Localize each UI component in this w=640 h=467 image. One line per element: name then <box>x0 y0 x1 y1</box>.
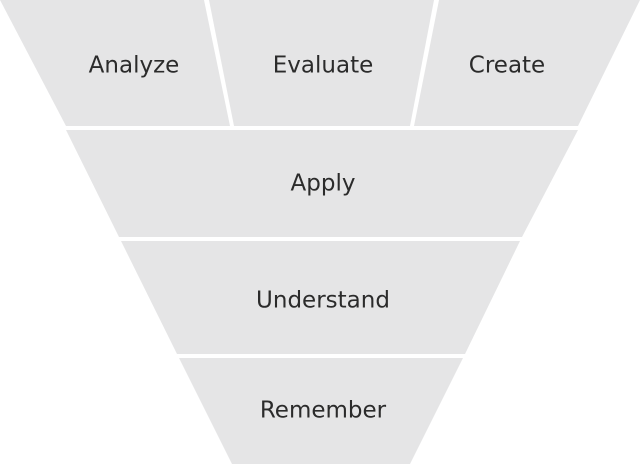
label-create: Create <box>469 53 545 79</box>
segment-remember <box>179 358 463 464</box>
segment-understand <box>121 241 520 354</box>
segment-create <box>414 0 640 126</box>
segment-analyze <box>0 0 230 126</box>
label-apply: Apply <box>291 171 356 197</box>
segment-apply <box>66 130 578 237</box>
segment-evaluate <box>209 0 434 126</box>
label-evaluate: Evaluate <box>273 53 373 79</box>
label-understand: Understand <box>256 288 390 314</box>
label-remember: Remember <box>260 398 387 424</box>
label-analyze: Analyze <box>89 53 180 79</box>
